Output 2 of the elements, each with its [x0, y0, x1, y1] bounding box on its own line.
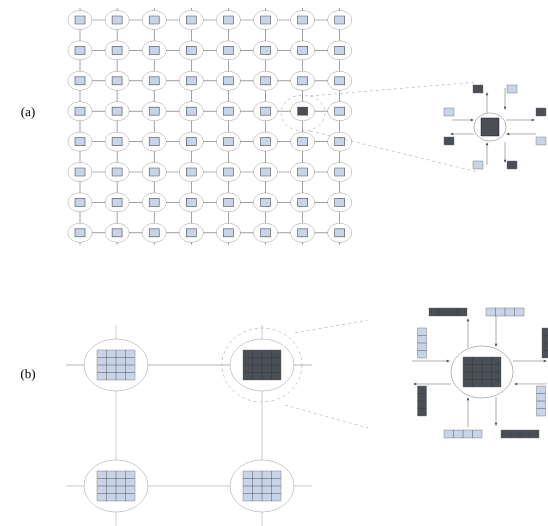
panel-label: (a)	[21, 107, 35, 119]
panel-label: (b)	[21, 369, 36, 381]
